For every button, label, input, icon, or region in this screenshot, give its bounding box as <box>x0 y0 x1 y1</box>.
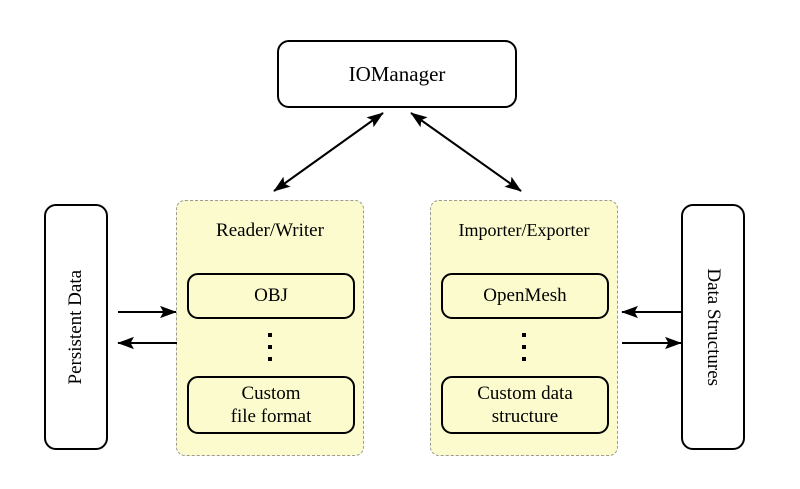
reader-writer-ellipsis-icon <box>177 333 363 369</box>
custom-data-structure-label-line1: Custom data <box>477 382 573 404</box>
arrow-manager-importer-exporter <box>410 112 522 192</box>
reader-writer-group: Reader/Writer OBJ Custom file format <box>176 200 364 456</box>
persistent-data-label: Persistent Data <box>64 269 86 385</box>
custom-data-structure-label-line2: structure <box>491 406 559 427</box>
openmesh-label: OpenMesh <box>483 285 567 307</box>
openmesh-node[interactable]: OpenMesh <box>441 273 609 319</box>
obj-format-label: OBJ <box>254 285 288 307</box>
arrow-manager-reader-writer <box>273 112 384 192</box>
importer-exporter-group: Importer/Exporter OpenMesh Custom data s… <box>430 200 618 456</box>
reader-writer-group-title: Reader/Writer <box>216 220 324 241</box>
custom-file-format-label-line1: Custom <box>241 382 301 404</box>
custom-file-format-label-line2: file format <box>230 406 312 427</box>
custom-file-format-node[interactable]: Custom file format <box>187 376 355 434</box>
data-structures-node[interactable]: Data Structures <box>681 204 745 450</box>
custom-data-structure-node[interactable]: Custom data structure <box>441 376 609 434</box>
importer-exporter-group-title: Importer/Exporter <box>458 220 590 240</box>
obj-format-node[interactable]: OBJ <box>187 273 355 319</box>
io-manager-label: IOManager <box>348 61 446 86</box>
io-manager-node[interactable]: IOManager <box>277 40 517 108</box>
importer-exporter-ellipsis-icon <box>431 333 617 369</box>
persistent-data-node[interactable]: Persistent Data <box>44 204 108 450</box>
data-structures-label: Data Structures <box>703 268 725 386</box>
